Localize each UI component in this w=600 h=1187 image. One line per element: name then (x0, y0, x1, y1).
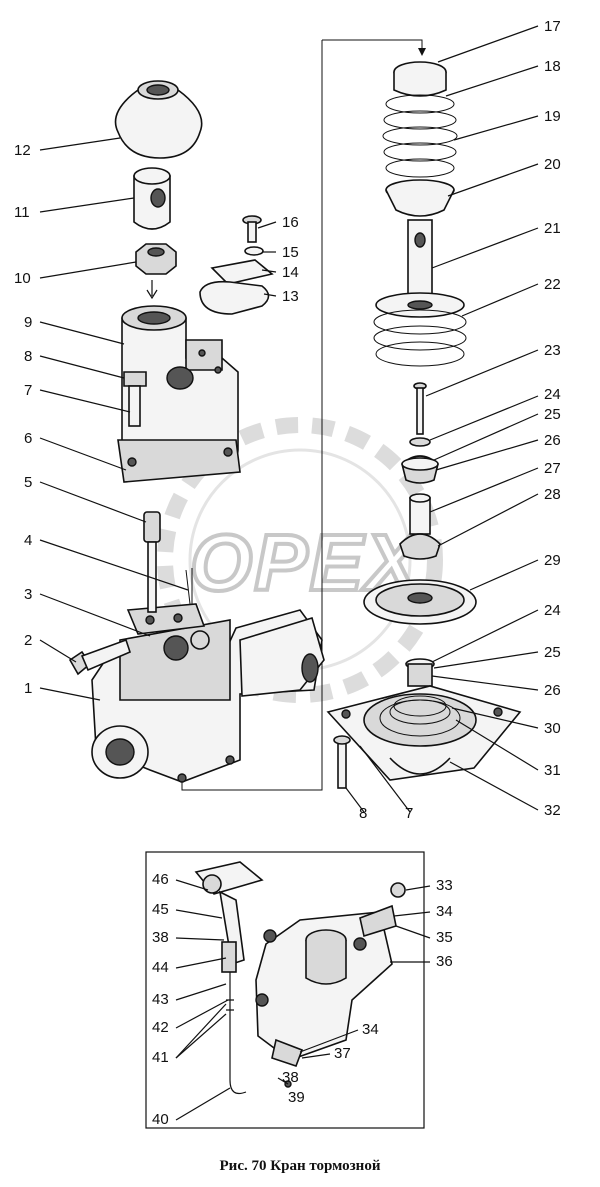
connector-arrow (418, 48, 426, 56)
callout-22: 22 (544, 276, 561, 293)
part-18-19-spring (382, 94, 458, 178)
callout-35: 35 (436, 929, 453, 946)
callout-20: 20 (544, 156, 561, 173)
callout-24-lower: 24 (544, 602, 561, 619)
callout-30: 30 (544, 720, 561, 737)
callout-2: 2 (24, 632, 32, 649)
part-8-bolt-left (123, 371, 147, 427)
callout-46: 46 (152, 871, 169, 888)
part-15-washer (244, 246, 264, 256)
callout-43: 43 (152, 991, 169, 1008)
part-22-spring-pack (373, 292, 467, 367)
part-3-lever (126, 603, 210, 650)
callout-1: 1 (24, 680, 32, 697)
inset-linkage (194, 861, 264, 1095)
part-11-clevis (133, 167, 171, 230)
callout-28: 28 (544, 486, 561, 503)
callout-7-right: 7 (405, 805, 413, 822)
callout-4: 4 (24, 532, 32, 549)
callout-25-lower: 25 (544, 644, 561, 661)
installation-inset-frame (145, 851, 425, 1129)
part-4-cotter-pin (185, 568, 193, 605)
callout-12: 12 (14, 142, 31, 159)
part-21-stem (407, 219, 433, 303)
callout-45: 45 (152, 901, 169, 918)
part-16-screw (242, 215, 262, 243)
callout-34: 34 (436, 903, 453, 920)
part-13-plate (199, 280, 270, 315)
part-20-spring-seat (385, 179, 455, 217)
part-23-rod (413, 382, 427, 435)
callout-8-right: 8 (359, 805, 367, 822)
part-24-washer (409, 437, 431, 447)
callout-39: 39 (288, 1089, 305, 1106)
callout-31: 31 (544, 762, 561, 779)
callout-27: 27 (544, 460, 561, 477)
callout-34-lower: 34 (362, 1021, 379, 1038)
callout-labels: 12 11 10 16 15 14 13 9 8 7 6 5 4 3 2 1 1… (14, 18, 561, 1128)
callout-5: 5 (24, 474, 32, 491)
part-24-25-26-lower-valve (405, 658, 435, 687)
callout-7: 7 (24, 382, 32, 399)
callout-13: 13 (282, 288, 299, 305)
callout-6: 6 (24, 430, 32, 447)
callout-40: 40 (152, 1111, 169, 1128)
callout-8: 8 (24, 348, 32, 365)
callout-38: 38 (152, 929, 169, 946)
inset-brake-valve (255, 882, 406, 1088)
callout-15: 15 (282, 244, 299, 261)
callout-11: 11 (14, 204, 30, 221)
part-10-nut (135, 243, 177, 275)
callout-9: 9 (24, 314, 32, 331)
callout-37: 37 (334, 1045, 351, 1062)
callout-23: 23 (544, 342, 561, 359)
callout-10: 10 (14, 270, 31, 287)
callout-17: 17 (544, 18, 561, 35)
callout-3: 3 (24, 586, 32, 603)
callout-26: 26 (544, 432, 561, 449)
callout-29: 29 (544, 552, 561, 569)
callout-36: 36 (436, 953, 453, 970)
part-12-boot (114, 80, 203, 159)
watermark-gear-ring (157, 417, 443, 703)
part-32-lower-housing (326, 685, 522, 781)
arrow-down-to-body (146, 280, 158, 300)
callout-32: 32 (544, 802, 561, 819)
callout-42: 42 (152, 1019, 169, 1036)
part-2-bolt (68, 638, 131, 676)
callout-21: 21 (544, 220, 561, 237)
part-25-26-valve-head (401, 455, 439, 484)
callout-25: 25 (544, 406, 561, 423)
callout-26-lower: 26 (544, 682, 561, 699)
callout-24: 24 (544, 386, 561, 403)
part-27-28-plunger (399, 493, 441, 560)
part-14-plate (210, 259, 274, 285)
callout-16: 16 (282, 214, 299, 231)
figure-caption: Рис. 70 Кран тормозной (220, 1158, 381, 1174)
callout-18: 18 (544, 58, 561, 75)
callout-19: 19 (544, 108, 561, 125)
part-5-pin (143, 511, 161, 613)
part-1-valve-housing (91, 609, 325, 783)
part-17-cap (393, 61, 447, 97)
callout-44: 44 (152, 959, 169, 976)
part-29-diaphragm (363, 579, 477, 625)
callout-38-lower: 38 (282, 1069, 299, 1086)
callout-33: 33 (436, 877, 453, 894)
part-8-bolt-right (333, 735, 351, 789)
callout-41: 41 (152, 1049, 169, 1066)
callout-14: 14 (282, 264, 299, 281)
part-9-upper-body (117, 305, 241, 483)
leader-lines (39, 25, 539, 1121)
